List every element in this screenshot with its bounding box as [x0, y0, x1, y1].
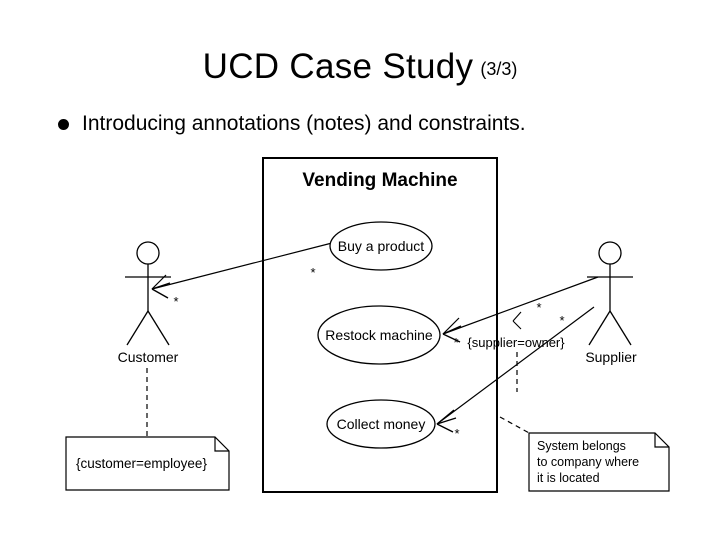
- multiplicity-customer: *: [173, 294, 178, 309]
- multiplicity-collect-money: *: [454, 426, 459, 441]
- actor-leg-right: [609, 310, 632, 346]
- note-customer-employee[interactable]: {customer=employee}: [65, 436, 230, 491]
- actor-supplier[interactable]: [587, 241, 633, 346]
- association-buy-a-product-customer: [151, 242, 333, 290]
- use-case-label: Restock machine: [325, 327, 433, 343]
- association-lines: [151, 242, 599, 433]
- association-supplier-collect-money: [436, 306, 595, 425]
- multiplicity-supplier-restock: *: [559, 313, 564, 328]
- bullet-list-item: Introducing annotations (notes) and cons…: [58, 112, 526, 136]
- multiplicity-restock-machine: *: [453, 335, 458, 350]
- constraint-label-supplier-owner: {supplier=owner}: [467, 335, 565, 350]
- note-line: to company where: [537, 455, 639, 469]
- use-cases: Buy a product Restock machine Collect mo…: [317, 221, 441, 449]
- actor-customer[interactable]: [125, 241, 171, 346]
- page-title: UCD Case Study (3/3): [0, 47, 720, 87]
- note-system-belongs[interactable]: System belongs to company where it is lo…: [528, 432, 670, 492]
- note-shape: [528, 432, 670, 492]
- system-boundary: Vending Machine: [262, 157, 498, 493]
- association-supplier-restock-machine: [442, 276, 599, 335]
- actor-label-supplier: Supplier: [585, 349, 637, 365]
- actor-head-icon: [598, 241, 622, 265]
- page-title-main: UCD Case Study: [202, 47, 474, 86]
- use-case-buy-a-product[interactable]: Buy a product: [329, 221, 433, 271]
- use-case-label: Collect money: [337, 416, 426, 432]
- note-line: it is located: [537, 471, 600, 485]
- note-folded-corner-icon: [654, 433, 669, 448]
- note-anchor-system: [499, 416, 532, 435]
- bullet-list-item-label: Introducing annotations (notes) and cons…: [82, 112, 526, 135]
- note-line: {customer=employee}: [76, 456, 207, 471]
- arrowhead-customer: [151, 282, 171, 299]
- note-folded-corner-icon: [214, 437, 229, 452]
- page-title-part-indicator: (3/3): [480, 59, 518, 79]
- note-anchor-lines: [146, 352, 532, 437]
- system-boundary-label: Vending Machine: [302, 170, 457, 191]
- actor-label-customer: Customer: [118, 349, 179, 365]
- use-case-label: Buy a product: [338, 238, 424, 254]
- actor-leg-left: [588, 310, 611, 346]
- arrowhead-customer-2: [151, 274, 167, 290]
- actor-head-icon: [136, 241, 160, 265]
- actor-leg-left: [126, 310, 149, 346]
- multiplicity-buy-a-product: *: [310, 265, 315, 280]
- association-tick-supplier: [512, 311, 522, 330]
- note-shape: [65, 436, 230, 491]
- arrowhead-restock-machine: [442, 325, 462, 343]
- note-line: System belongs: [537, 439, 626, 453]
- bullet-dot-icon: [58, 118, 69, 130]
- multiplicity-markers: * * * * * *: [173, 265, 564, 441]
- actor-leg-right: [147, 310, 170, 346]
- use-case-restock-machine[interactable]: Restock machine: [317, 305, 441, 365]
- arrowhead-collect-money-2: [436, 409, 455, 425]
- arrowhead-collect-money: [436, 417, 457, 433]
- arrowhead-restock-machine-2: [442, 317, 460, 335]
- use-case-collect-money[interactable]: Collect money: [326, 399, 436, 449]
- multiplicity-supplier-collect: *: [536, 300, 541, 315]
